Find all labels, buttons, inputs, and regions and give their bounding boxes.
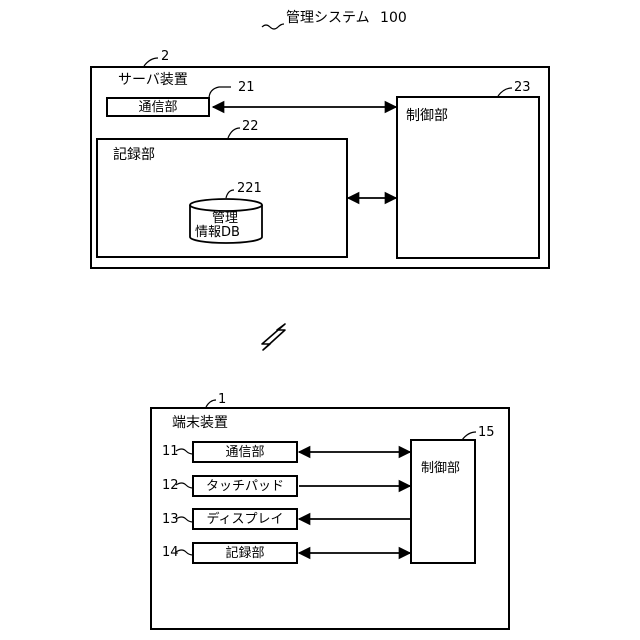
component-ref-number: 12	[162, 479, 179, 492]
title-text: 管理システム	[286, 10, 370, 26]
server-storage-label: 記録部	[113, 148, 155, 162]
display-unit: ディスプレイ	[192, 508, 298, 530]
server-control-ref-number: 23	[514, 81, 531, 94]
touchpad-unit: タッチパッド	[192, 475, 298, 497]
title-number: 100	[380, 10, 407, 26]
leader-2	[144, 58, 158, 66]
db-label-line2: 情報DB	[195, 226, 240, 239]
terminal-storage-unit: 記録部	[192, 542, 298, 564]
server-storage-ref-number: 22	[242, 120, 259, 133]
component-ref-number: 11	[162, 445, 179, 458]
wireless-link-icon	[262, 324, 285, 350]
terminal-ref-number: 1	[218, 393, 226, 406]
terminal-control-unit	[410, 439, 476, 564]
component-ref-number: 13	[162, 513, 179, 526]
component-ref-number: 14	[162, 546, 179, 559]
server-ref-number: 2	[161, 50, 169, 63]
server-name: サーバ装置	[118, 73, 188, 87]
terminal-storage-label: 記録部	[225, 547, 264, 560]
touchpad-label: タッチパッド	[206, 480, 284, 493]
terminal-name: 端末装置	[172, 416, 228, 430]
server-comm-label: 通信部	[138, 101, 177, 114]
db-ref-number: 221	[237, 182, 262, 195]
server-control-label: 制御部	[406, 109, 448, 123]
server-comm-ref-number: 21	[238, 81, 255, 94]
server-comm-unit: 通信部	[106, 97, 210, 117]
diagram-title: 管理システム 100	[286, 11, 407, 25]
terminal-comm-unit: 通信部	[192, 441, 298, 463]
terminal-control-label: 制御部	[421, 462, 460, 475]
terminal-comm-label: 通信部	[225, 446, 264, 459]
terminal-control-ref-number: 15	[478, 426, 495, 439]
db-label-line1: 管理	[212, 212, 238, 225]
title-leader	[262, 24, 284, 29]
leader-1	[206, 400, 216, 407]
display-label: ディスプレイ	[206, 513, 283, 526]
